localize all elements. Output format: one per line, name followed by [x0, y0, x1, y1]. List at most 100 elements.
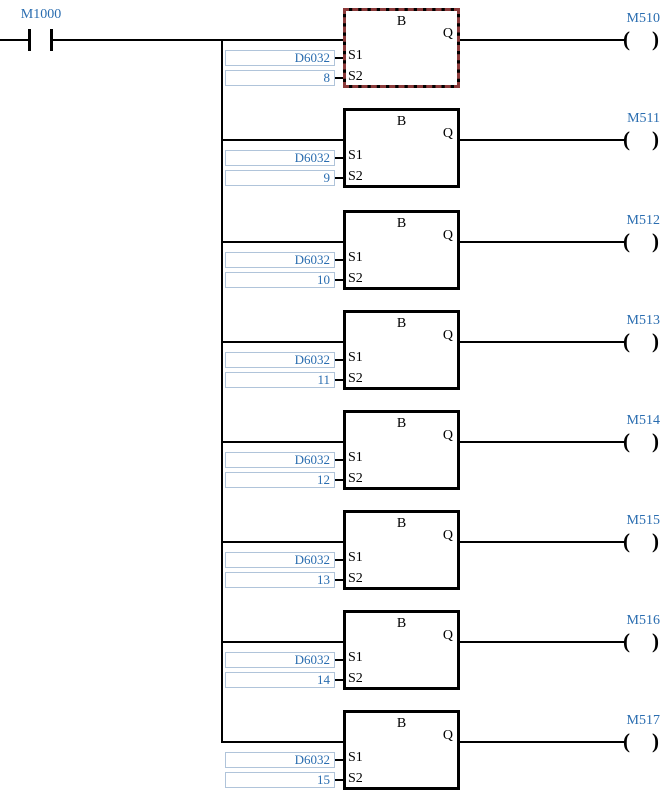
contact-icon[interactable] — [28, 29, 31, 51]
block-type-label: B — [396, 216, 407, 231]
output-coil-icon[interactable]: ( ) — [623, 730, 659, 754]
wire-s2-stub — [335, 279, 343, 281]
wire-s1-stub — [335, 659, 343, 661]
function-block[interactable]: B Q S1 S2 — [343, 610, 460, 690]
s1-operand-field[interactable]: D6032 — [225, 652, 335, 668]
coil-right-paren-icon: ) — [652, 629, 659, 653]
wire-s1-stub — [335, 57, 343, 59]
wire-s2-stub — [335, 177, 343, 179]
coil-address-label: M513 — [626, 313, 660, 328]
block-type-label: B — [396, 14, 407, 29]
s2-operand-field[interactable]: 15 — [225, 772, 335, 788]
wire-s2-stub — [335, 679, 343, 681]
block-type-label: B — [396, 716, 407, 731]
s1-operand-value: D6032 — [294, 752, 330, 767]
s1-operand-field[interactable]: D6032 — [225, 252, 335, 268]
ladder-rung: D6032 11 B Q S1 S2 ( ) M513 — [0, 310, 670, 402]
input-s2-label: S2 — [348, 671, 363, 686]
coil-address-label: M511 — [627, 111, 660, 126]
s2-operand-field[interactable]: 14 — [225, 672, 335, 688]
s1-operand-field[interactable]: D6032 — [225, 752, 335, 768]
wire-q-output — [460, 741, 625, 743]
coil-address-label: M515 — [626, 513, 660, 528]
output-coil-icon[interactable]: ( ) — [623, 430, 659, 454]
s1-operand-field[interactable]: D6032 — [225, 552, 335, 568]
s2-operand-field[interactable]: 8 — [225, 70, 335, 86]
s2-operand-field[interactable]: 10 — [225, 272, 335, 288]
output-coil-icon[interactable]: ( ) — [623, 230, 659, 254]
wire-en-input — [222, 139, 343, 141]
wire-en-input — [222, 441, 343, 443]
block-type-label: B — [396, 114, 407, 129]
coil-right-paren-icon: ) — [652, 229, 659, 253]
s2-operand-field[interactable]: 13 — [225, 572, 335, 588]
output-coil-icon[interactable]: ( ) — [623, 330, 659, 354]
coil-right-paren-icon: ) — [652, 729, 659, 753]
ladder-rung: D6032 10 B Q S1 S2 ( ) M512 — [0, 210, 670, 302]
ladder-rung: D6032 12 B Q S1 S2 ( ) M514 — [0, 410, 670, 502]
output-coil-icon[interactable]: ( ) — [623, 630, 659, 654]
coil-left-paren-icon: ( — [623, 329, 630, 353]
function-block[interactable]: B Q S1 S2 — [343, 108, 460, 188]
block-type-label: B — [396, 516, 407, 531]
output-coil-icon[interactable]: ( ) — [623, 530, 659, 554]
wire-s1-stub — [335, 157, 343, 159]
coil-right-paren-icon: ) — [652, 127, 659, 151]
output-q-label: Q — [442, 328, 453, 343]
coil-address-label: M512 — [626, 213, 660, 228]
output-coil-icon[interactable]: ( ) — [623, 128, 659, 152]
wire-s2-stub — [335, 779, 343, 781]
wire-en-input — [222, 241, 343, 243]
s2-operand-value: 13 — [317, 572, 330, 587]
wire-q-output — [460, 241, 625, 243]
output-q-label: Q — [442, 26, 453, 41]
coil-left-paren-icon: ( — [623, 729, 630, 753]
wire-q-output — [460, 341, 625, 343]
output-q-label: Q — [442, 428, 453, 443]
s1-operand-field[interactable]: D6032 — [225, 50, 335, 66]
wire-s2-stub — [335, 77, 343, 79]
wire-s1-stub — [335, 259, 343, 261]
wire-s1-stub — [335, 559, 343, 561]
s1-operand-field[interactable]: D6032 — [225, 352, 335, 368]
s2-operand-field[interactable]: 11 — [225, 372, 335, 388]
s2-operand-value: 10 — [317, 272, 330, 287]
s2-operand-field[interactable]: 12 — [225, 472, 335, 488]
wire-q-output — [460, 441, 625, 443]
s1-operand-value: D6032 — [294, 352, 330, 367]
function-block[interactable]: B Q S1 S2 — [343, 310, 460, 390]
s2-operand-field[interactable]: 9 — [225, 170, 335, 186]
contact-icon[interactable] — [50, 29, 53, 51]
wire-s2-stub — [335, 579, 343, 581]
ladder-rung: D6032 13 B Q S1 S2 ( ) M515 — [0, 510, 670, 602]
s1-operand-field[interactable]: D6032 — [225, 150, 335, 166]
output-coil-icon[interactable]: ( ) — [623, 28, 659, 52]
function-block[interactable]: B Q S1 S2 — [343, 710, 460, 790]
s1-operand-value: D6032 — [294, 652, 330, 667]
output-q-label: Q — [442, 228, 453, 243]
wire-left-rail — [0, 39, 28, 41]
function-block[interactable]: B Q S1 S2 — [343, 410, 460, 490]
output-q-label: Q — [442, 126, 453, 141]
input-s2-label: S2 — [348, 169, 363, 184]
wire-s1-stub — [335, 459, 343, 461]
s1-operand-value: D6032 — [294, 252, 330, 267]
function-block[interactable]: B Q S1 S2 — [343, 510, 460, 590]
coil-left-paren-icon: ( — [623, 629, 630, 653]
function-block[interactable]: B Q S1 S2 — [343, 210, 460, 290]
wire-s2-stub — [335, 479, 343, 481]
coil-left-paren-icon: ( — [623, 27, 630, 51]
coil-address-label: M516 — [626, 613, 660, 628]
block-type-label: B — [396, 316, 407, 331]
input-s2-label: S2 — [348, 771, 363, 786]
coil-address-label: M510 — [626, 11, 660, 26]
input-s2-label: S2 — [348, 471, 363, 486]
coil-left-paren-icon: ( — [623, 127, 630, 151]
s1-operand-field[interactable]: D6032 — [225, 452, 335, 468]
input-s2-label: S2 — [348, 571, 363, 586]
input-s1-label: S1 — [348, 650, 363, 665]
function-block[interactable]: B Q S1 S2 — [343, 8, 460, 88]
coil-address-label: M517 — [626, 713, 660, 728]
coil-left-paren-icon: ( — [623, 429, 630, 453]
input-s1-label: S1 — [348, 250, 363, 265]
